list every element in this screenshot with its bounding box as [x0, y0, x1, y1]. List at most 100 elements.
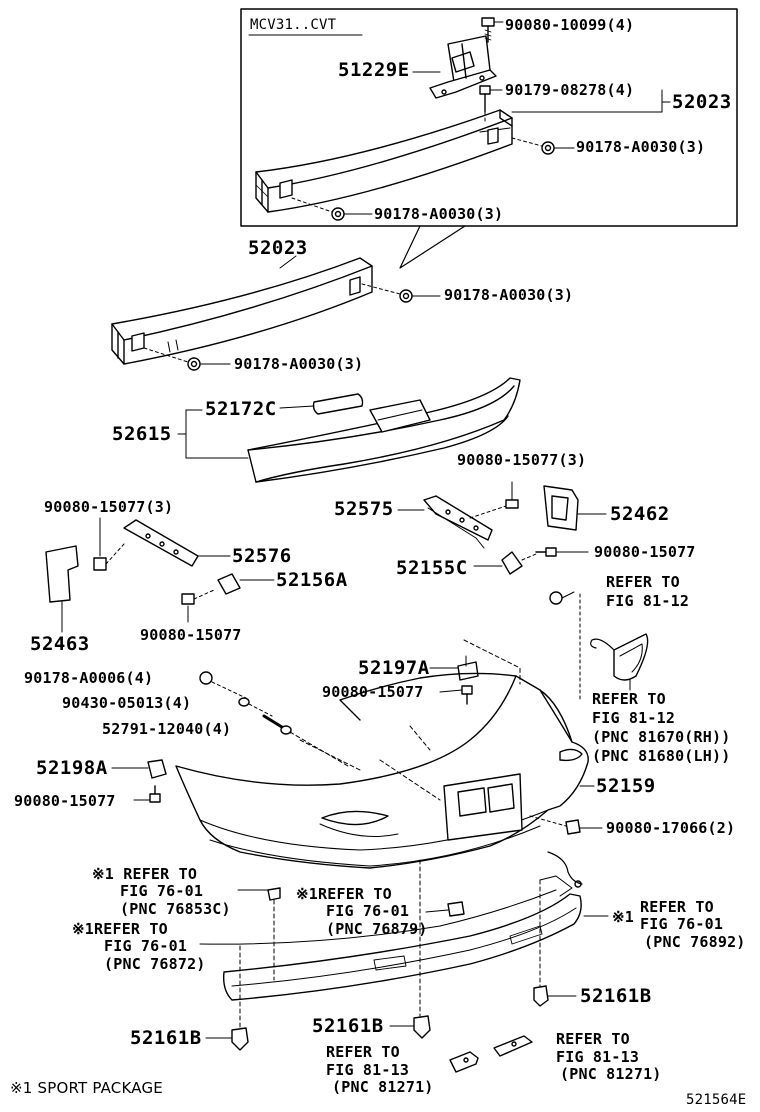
inset-reinforcement-beam: [255, 109, 513, 213]
main-nut-right-icon: [361, 283, 441, 303]
sport-ref-d-line3: (PNC 76892): [644, 933, 746, 951]
clip-right-icon: [473, 551, 523, 575]
bracket-bottom-b-icon: [493, 1035, 533, 1057]
refer-81-13-a-line2: FIG 81-13: [326, 1061, 410, 1079]
clip-bottom-center-icon: [389, 1015, 431, 1039]
screw-clip-left-label: 90080-15077: [140, 626, 242, 644]
footnote: ※1 SPORT PACKAGE: [10, 1079, 163, 1097]
refer-81-12-a-line2: FIG 81-12: [606, 592, 690, 610]
diagram-id: 521564E: [686, 1092, 747, 1108]
nut-icon: [199, 671, 247, 699]
lower-spoiler: [222, 851, 583, 1001]
sport-ref-a-line3: (PNC 76853C): [120, 900, 231, 918]
sport-ref-c-line3: (PNC 76872): [104, 955, 206, 973]
screw-right-icon: [469, 481, 519, 519]
main-nut-right-label: 90178-A0030(3): [444, 286, 574, 304]
absorber-pad: [312, 393, 364, 415]
inset-bracket: [429, 35, 497, 99]
spoiler-clip-b-icon: [425, 901, 465, 917]
retainer-right-label: 52575: [334, 498, 394, 520]
screw-center-label: 90080-15077: [322, 683, 424, 701]
refer-81-13-b-line3: (PNC 81271): [560, 1065, 662, 1083]
screw-center-icon: [439, 685, 473, 705]
washer-label: 90430-05013(4): [62, 694, 192, 712]
nut-label: 90178-A0006(4): [24, 669, 154, 687]
clip-nut-label: 90080-17066(2): [606, 819, 736, 837]
sport-ref-b-line3: (PNC 76879): [326, 920, 428, 938]
sport-ref-a-line1: ※1 REFER TO: [92, 865, 198, 883]
screw-clip-right-label: 90080-15077: [594, 543, 696, 561]
clip-bottom-left-icon: [205, 1027, 249, 1051]
inset-reinforcement-label: 52023: [672, 91, 732, 113]
retainer-left-label: 52576: [232, 545, 292, 567]
inset-nut-right-icon: [511, 137, 575, 155]
clip-nut-right-icon: [549, 591, 581, 701]
refer-81-13-b-line1: REFER TO: [556, 1030, 630, 1048]
bracket-left: [45, 545, 79, 633]
screw-right-label: 90080-15077(3): [457, 451, 587, 469]
screw-side-icon: [133, 785, 161, 803]
inset-bracket-label: 51229E: [338, 59, 410, 81]
inset-title: MCV31..CVT: [250, 17, 337, 33]
cover-label: 52159: [596, 775, 656, 797]
refer-81-13-a-line3: (PNC 81271): [332, 1078, 434, 1096]
sport-ref-d-line2: FIG 76-01: [640, 915, 724, 933]
clip-bottom-center-label: 52161B: [312, 1015, 384, 1037]
sport-ref-b-line2: FIG 76-01: [326, 902, 410, 920]
retainer-right: [423, 495, 493, 549]
sport-ref-c-line2: FIG 76-01: [104, 937, 188, 955]
sport-ref-d-mark: ※1: [612, 908, 634, 926]
refer-81-12-a-line1: REFER TO: [606, 573, 680, 591]
screw-clip-right-icon: [521, 547, 589, 561]
clip-nut-icon: [529, 815, 603, 835]
clip-right-label: 52155C: [396, 557, 468, 579]
bolt-label: 52791-12040(4): [102, 720, 232, 738]
refer-81-12-b-line3: (PNC 81670(RH)): [592, 728, 731, 746]
bracket-right-label: 52462: [610, 503, 670, 525]
clip-bottom-right-icon: [533, 985, 577, 1007]
refer-81-13-b-line2: FIG 81-13: [556, 1048, 640, 1066]
inset-nut-left-icon: [291, 197, 373, 221]
inset-nut-left-label: 90178-A0030(3): [374, 205, 504, 223]
screw-left-icon: [93, 517, 125, 571]
inset-bolt-icon: [481, 17, 504, 43]
main-nut-left-icon: [143, 347, 231, 371]
refer-81-13-a-line1: REFER TO: [326, 1043, 400, 1061]
main-nut-left-label: 90178-A0030(3): [234, 355, 364, 373]
inset-frame: [240, 8, 738, 269]
inset-stud-label: 90179-08278(4): [505, 81, 635, 99]
retainer-side-label: 52198A: [36, 757, 108, 779]
inset-nut-right-label: 90178-A0030(3): [576, 138, 706, 156]
energy-absorber: [247, 377, 521, 483]
bolt-icon: [262, 714, 349, 767]
inset-stud-icon: [479, 85, 503, 125]
refer-81-12-b-line2: FIG 81-12: [592, 709, 676, 727]
reflector-lamp: [590, 633, 649, 691]
bracket-right: [543, 485, 607, 531]
absorber-pad-label: 52172C: [205, 398, 277, 420]
sport-ref-a-line2: FIG 76-01: [120, 882, 204, 900]
sport-ref-b-line1: ※1REFER TO: [296, 885, 392, 903]
retainer-center-icon: [429, 655, 479, 681]
clip-bottom-left-label: 52161B: [130, 1027, 202, 1049]
washer-icon: [238, 697, 273, 717]
clip-left-icon: [217, 573, 275, 595]
screw-side-label: 90080-15077: [14, 792, 116, 810]
clip-left-label: 52156A: [276, 569, 348, 591]
bracket-bottom-a-icon: [449, 1051, 479, 1073]
retainer-center-label: 52197A: [358, 657, 430, 679]
retainer-side-icon: [111, 759, 167, 779]
clip-bottom-right-label: 52161B: [580, 985, 652, 1007]
main-reinforcement-beam: [111, 257, 373, 365]
refer-81-12-b-line4: (PNC 81680(LH)): [592, 747, 731, 765]
retainer-left: [123, 519, 231, 567]
absorber-label: 52615: [112, 423, 172, 445]
sport-ref-d-line1: REFER TO: [640, 898, 714, 916]
main-reinforcement-label: 52023: [248, 237, 308, 259]
sport-ref-c-line1: ※1REFER TO: [72, 920, 168, 938]
inset-bolt-label: 90080-10099(4): [505, 16, 635, 34]
bracket-left-label: 52463: [30, 633, 90, 655]
spoiler-clip-a-icon: [237, 887, 281, 981]
